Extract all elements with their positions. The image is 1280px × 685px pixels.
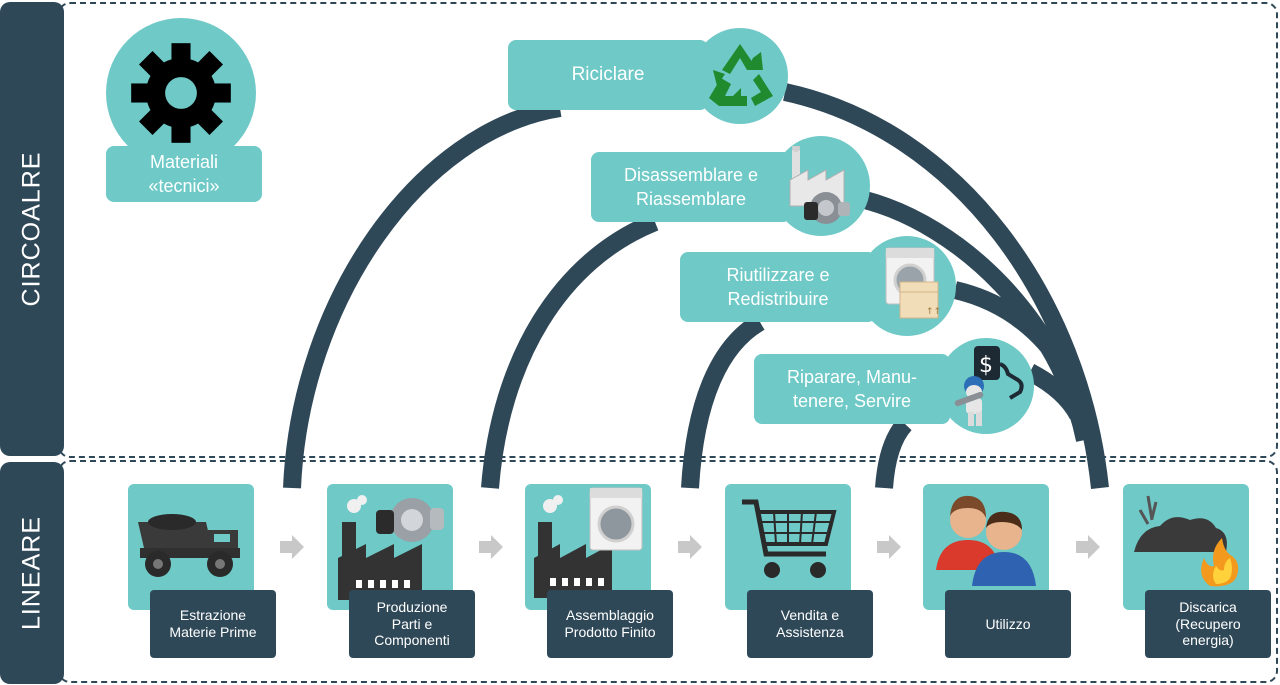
- factory-icon: [789, 146, 850, 224]
- loop-disassemble-line1: Disassemblare e: [623, 164, 759, 185]
- loop-disassemble-label: Disassemblare e Riassemblare: [591, 152, 791, 222]
- arrow-right-icon: [1076, 535, 1100, 559]
- factory-washer-icon: [534, 487, 643, 598]
- factory-parts-icon: [338, 495, 444, 600]
- step-landfill-line3: energia): [1182, 632, 1234, 649]
- step-sales-line2: Assistenza: [776, 624, 844, 640]
- step-tile-sales: [725, 484, 851, 610]
- step-assembly-line1: Assemblaggio: [566, 607, 654, 624]
- arrow-right-icon: [678, 535, 702, 559]
- step-label-production: Produzione Parti e Componenti: [349, 590, 475, 658]
- loop-repair-line2: tenere, Servire: [792, 391, 912, 411]
- step-label-usage: Utilizzo: [945, 590, 1071, 658]
- arc-disassemble: [481, 213, 659, 489]
- svg-text:$: $: [979, 353, 993, 378]
- step-production-line3: Componenti: [374, 632, 450, 649]
- loop-repair-label: Riparare, Manu- tenere, Servire: [754, 354, 950, 424]
- arrow-right-icon: [877, 535, 901, 559]
- washer-box-icon: ↑↑: [885, 247, 941, 319]
- step-label-extraction: Estrazione Materie Prime: [150, 590, 276, 658]
- arc-reuse-right: [952, 281, 1089, 404]
- step-sales-line1: Vendita e: [780, 607, 840, 624]
- sidebar-circular: CIRCOALRE: [0, 2, 64, 456]
- materials-label: Materiali «tecnici»: [106, 146, 262, 202]
- shopping-cart-icon: [742, 499, 837, 578]
- loop-disassemble-line2: Riassemblare: [635, 189, 747, 209]
- step-production-line2: Parti e: [391, 615, 433, 632]
- step-landfill-line1: Discarica: [1179, 598, 1237, 615]
- loop-reuse-line2: Redistribuire: [727, 289, 829, 309]
- gear-icon: [131, 43, 231, 143]
- step-landfill-line2: (Recupero: [1175, 615, 1241, 632]
- loop-reuse-line1: Riutilizzare e: [726, 264, 830, 285]
- step-assembly-line2: Prodotto Finito: [564, 624, 656, 640]
- step-label-sales: Vendita e Assistenza: [747, 590, 873, 658]
- arc-recycle: [283, 99, 562, 489]
- arc-repair: [875, 417, 912, 489]
- step-label-assembly: Assemblaggio Prodotto Finito: [547, 590, 673, 658]
- step-usage-line1: Utilizzo: [985, 615, 1031, 632]
- loop-reuse-label: Riutilizzare e Redistribuire: [680, 252, 876, 322]
- arrow-right-icon: [479, 535, 503, 559]
- repair-icon: $: [954, 346, 1024, 426]
- loop-repair-line1: Riparare, Manu-: [786, 366, 918, 387]
- materials-label-line2: «tecnici»: [148, 176, 220, 196]
- loop-recycle-text: Riciclare: [571, 64, 645, 86]
- recycle-icon: [709, 44, 773, 106]
- step-extraction-line2: Materie Prime: [169, 624, 257, 640]
- sidebar-linear: LINEARE: [0, 462, 64, 684]
- arc-reuse: [681, 314, 765, 489]
- svg-text:↑↑: ↑↑: [926, 307, 941, 317]
- arc-repair-right: [1025, 364, 1086, 420]
- landfill-fire-icon: [1134, 495, 1239, 587]
- step-extraction-line1: Estrazione: [179, 607, 247, 624]
- mining-truck-icon: [138, 514, 240, 577]
- loop-recycle-label: Riciclare: [508, 40, 708, 110]
- step-label-landfill: Discarica (Recupero energia): [1145, 590, 1271, 658]
- arrow-right-icon: [280, 535, 304, 559]
- step-production-line1: Produzione: [376, 598, 448, 615]
- users-icon: [936, 495, 1036, 586]
- materials-label-line1: Materiali: [149, 151, 219, 172]
